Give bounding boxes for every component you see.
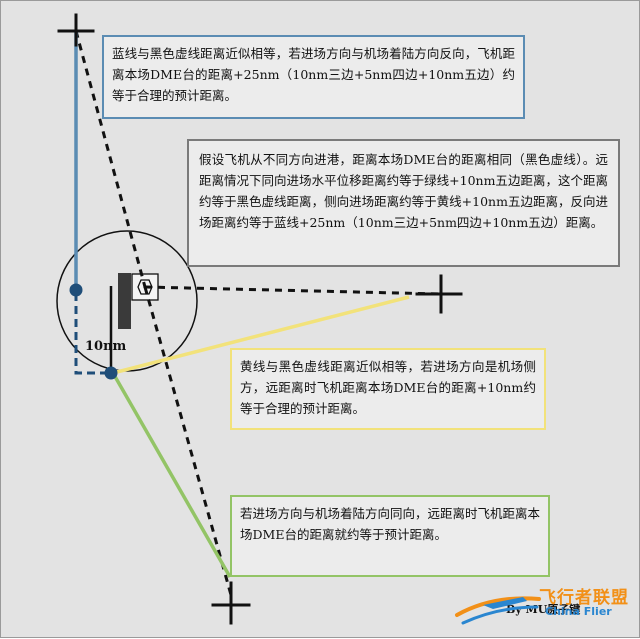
dashed-line-to-east-fix xyxy=(144,285,442,296)
blue-line-callout: 蓝线与黑色虚线距离近似相等，若进场方向与机场着陆方向反向，飞机距离本场DME台的… xyxy=(102,35,525,119)
runway xyxy=(118,273,131,329)
yellow-path-line xyxy=(112,295,410,375)
green-line-callout: 若进场方向与机场着陆方向同向，远距离时飞机距离本场DME台的距离就约等于预计距离… xyxy=(230,495,550,577)
yellow-line-callout: 黄线与黑色虚线距离近似相等，若进场方向是机场侧方，远距离时飞机距离本场DME台的… xyxy=(230,348,546,430)
green-path-line xyxy=(111,372,232,578)
plane-swoosh-icon xyxy=(455,596,541,625)
pattern-dashed-path xyxy=(74,293,111,375)
watermark-logo: 飞行者联盟 China Flier xyxy=(453,581,640,631)
dashed-line-to-south-fix xyxy=(143,286,233,596)
distance-label: 10nm xyxy=(85,339,127,354)
east-fix-icon xyxy=(415,274,463,314)
dme-distance-callout: 假设飞机从不同方向进港，距离本场DME台的距离相同（黑色虚线）。远距离情况下同向… xyxy=(187,139,620,267)
pattern-turn-point xyxy=(69,283,83,297)
dashed-line-to-north-fix xyxy=(74,30,147,288)
watermark-subtitle: China Flier xyxy=(545,605,612,618)
south-fix-icon xyxy=(211,581,251,625)
north-fix-icon xyxy=(57,13,95,47)
watermark-title: 飞行者联盟 xyxy=(539,588,629,608)
final-approach-fix-point xyxy=(104,366,118,380)
